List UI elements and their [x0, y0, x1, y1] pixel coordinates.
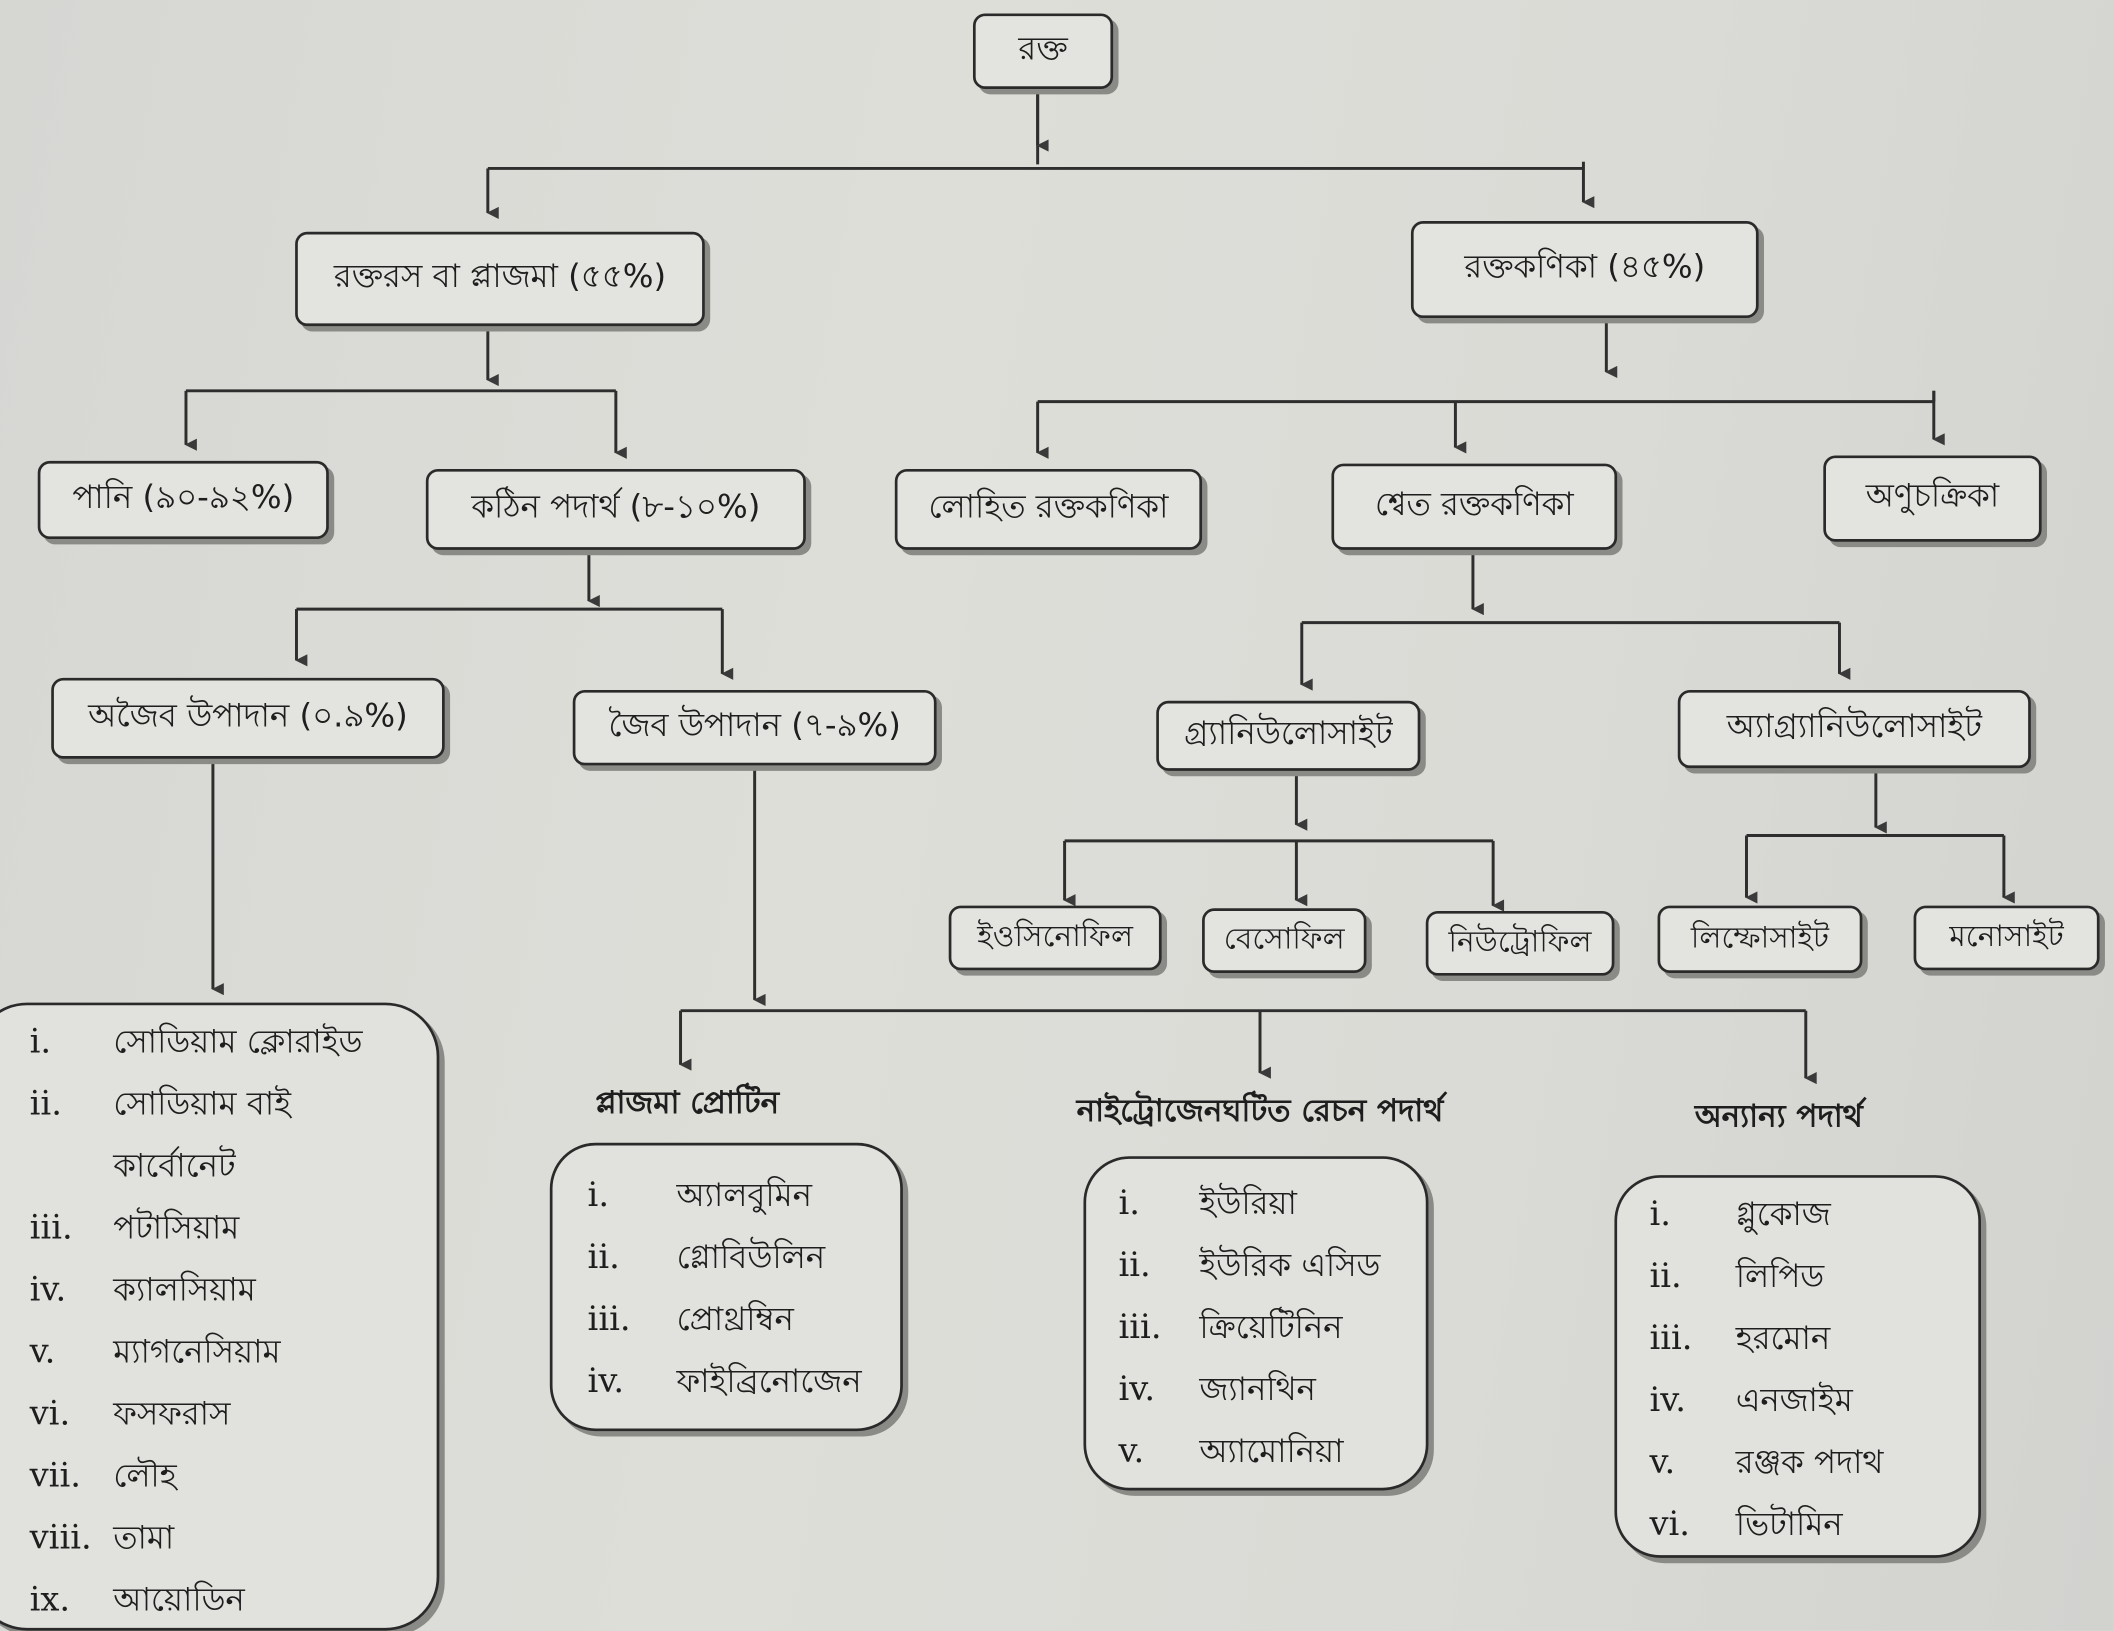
list-item: v.অ্যামোনিয়া: [1118, 1431, 1344, 1471]
list-item: ii.সোডিয়াম বাই: [29, 1083, 291, 1123]
list-item: i.গ্লুকোজ: [1649, 1193, 1831, 1234]
list-item: i.ইউরিয়া: [1118, 1183, 1297, 1223]
node-granulocyte: গ্র্যানিউলোসাইট: [1156, 700, 1421, 771]
list-item: vi.ফসফরাস: [29, 1393, 231, 1433]
node-eosinophil: ইওসিনোফিল: [948, 905, 1162, 971]
node-organic: জৈব উপাদান (৭-৯%): [572, 689, 937, 766]
node-wbc: শ্বেত রক্তকণিকা: [1331, 463, 1618, 550]
list-item: iv.জ্যানথিন: [1118, 1369, 1316, 1409]
inorganic-list: i.সোডিয়াম ক্লোরাইড ii.সোডিয়াম বাই কার্…: [0, 1002, 440, 1631]
node-lymphocyte: লিম্ফোসাইট: [1657, 905, 1863, 973]
list-item: vi.ভিটামিন: [1649, 1503, 1843, 1544]
nitrogen-heading: নাইট্রোজেনঘটিত রেচন পদার্থ: [1076, 1094, 1444, 1130]
list-item: iii.প্রোথ্রম্বিন: [587, 1299, 794, 1339]
list-item: iii.হরমোন: [1649, 1317, 1831, 1358]
node-inorganic: অজৈব উপাদান (০.৯%): [51, 677, 445, 759]
node-blood: রক্ত: [972, 13, 1114, 89]
list-item: vii.লৌহ: [29, 1455, 177, 1495]
node-agranulocyte: অ্যাগ্র্যানিউলোসাইট: [1677, 689, 2031, 769]
node-corpuscles: রক্তকণিকা (৪৫%): [1410, 221, 1759, 319]
nitrogen-list: i.ইউরিয়া ii.ইউরিক এসিড iii.ক্রিয়েটিনিন…: [1083, 1156, 1429, 1491]
other-heading: অন্যান্য পদার্থ: [1694, 1099, 1863, 1135]
node-platelets: অণুচক্রিকা: [1823, 455, 2042, 542]
list-item: i.অ্যালবুমিন: [587, 1175, 812, 1215]
node-monocyte: মনোসাইট: [1913, 905, 2100, 971]
other-list: i.গ্লুকোজ ii.লিপিড iii.হরমোন iv.এনজাইম v…: [1614, 1175, 1981, 1558]
list-item: iii.ক্রিয়েটিনিন: [1118, 1307, 1343, 1347]
list-item: viii.তামা: [29, 1517, 175, 1557]
node-basophil: বেসোফিল: [1202, 908, 1367, 973]
node-solids: কঠিন পদার্থ (৮-১০%): [425, 468, 806, 550]
list-item: i.সোডিয়াম ক্লোরাইড: [29, 1021, 363, 1061]
list-item: v.ম্যাগনেসিয়াম: [29, 1331, 281, 1371]
list-item: iii.পটাসিয়াম: [29, 1207, 240, 1247]
list-item: ii.লিপিড: [1649, 1255, 1825, 1296]
list-item: ii.ইউরিক এসিড: [1118, 1245, 1381, 1285]
node-water: পানি (৯০-৯২%): [37, 460, 329, 540]
node-neutrophil: নিউট্রোফিল: [1425, 910, 1615, 976]
list-item: কার্বোনেট: [113, 1146, 236, 1185]
list-item: ix.আয়োডিন: [29, 1579, 245, 1619]
list-item: v.রঞ্জক পদাথ: [1649, 1441, 1884, 1482]
protein-list: i.অ্যালবুমিন ii.গ্লোবিউলিন iii.প্রোথ্রম্…: [549, 1142, 903, 1432]
node-rbc: লোহিত রক্তকণিকা: [894, 468, 1203, 550]
list-item: iv.ফাইব্রিনোজেন: [587, 1361, 862, 1401]
list-item: iv.ক্যালসিয়াম: [29, 1269, 256, 1309]
node-plasma: রক্তরস বা প্লাজমা (৫৫%): [295, 231, 705, 327]
list-item: iv.এনজাইম: [1649, 1379, 1853, 1420]
list-item: ii.গ্লোবিউলিন: [587, 1237, 826, 1277]
protein-heading: প্লাজমা প্রোটিন: [595, 1086, 780, 1122]
